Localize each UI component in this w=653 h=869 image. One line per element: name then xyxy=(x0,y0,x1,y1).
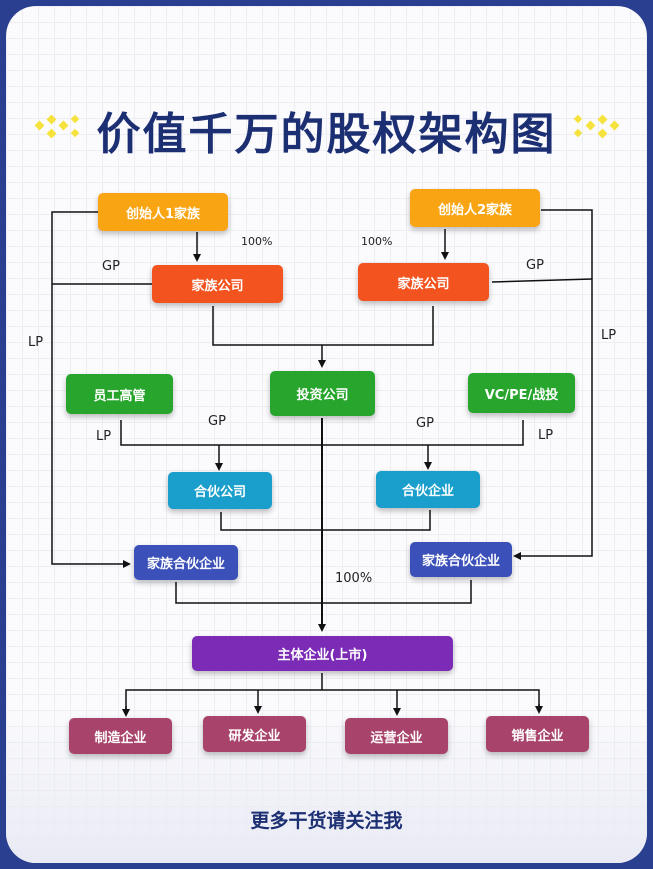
partnership-company-node: 合伙公司 xyxy=(168,472,272,509)
main-enterprise-node: 主体企业(上市) xyxy=(192,636,453,671)
employees-executives-node: 员工高管 xyxy=(66,374,173,414)
vc-pe-strategic-node: VC/PE/战投 xyxy=(468,373,575,413)
sparkle-right-icon xyxy=(573,114,620,139)
partnership-enterprise-node: 合伙企业 xyxy=(376,471,480,508)
investment-company-node: 投资公司 xyxy=(270,371,375,416)
lp-mid-left-label: LP xyxy=(96,429,112,444)
family-partnership-left-node: 家族合伙企业 xyxy=(134,545,238,580)
percent-left-label: 100% xyxy=(241,235,273,248)
family-partnership-right-node: 家族合伙企业 xyxy=(410,542,512,577)
family-company-left-node: 家族公司 xyxy=(152,265,283,303)
lp-right-outer-label: LP xyxy=(601,328,617,343)
gp-mid-right-label: GP xyxy=(416,416,434,431)
gp-right-top-label: GP xyxy=(526,258,544,273)
lp-mid-right-label: LP xyxy=(538,428,554,443)
family-company-right-node: 家族公司 xyxy=(358,263,489,301)
founder-2-family-node: 创始人2家族 xyxy=(410,189,540,227)
footer-follow-text: 更多干货请关注我 xyxy=(250,810,403,832)
sales-enterprise-node: 销售企业 xyxy=(486,716,589,752)
page-title: 价值千万的股权架构图 xyxy=(96,109,557,160)
lp-left-outer-label: LP xyxy=(28,335,44,350)
rnd-enterprise-node: 研发企业 xyxy=(203,716,306,752)
gp-left-top-label: GP xyxy=(102,259,120,274)
manufacturing-enterprise-node: 制造企业 xyxy=(69,718,172,754)
gp-mid-left-label: GP xyxy=(208,414,226,429)
percent-right-label: 100% xyxy=(361,235,393,248)
operations-enterprise-node: 运营企业 xyxy=(345,718,448,754)
sparkle-left-icon xyxy=(34,114,80,139)
percent-main-label: 100% xyxy=(335,571,373,586)
founder-1-family-node: 创始人1家族 xyxy=(98,193,228,231)
